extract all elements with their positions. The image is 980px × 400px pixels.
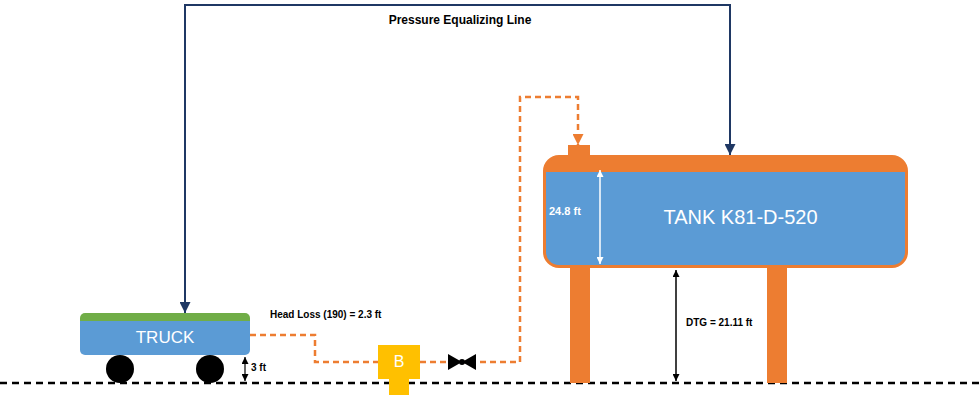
dimension-label: 24.8 ft	[549, 205, 581, 217]
pump-box: B	[378, 345, 420, 379]
dimension-arrow	[675, 270, 677, 381]
node-text: B	[394, 353, 405, 371]
transfer-pipe	[250, 335, 378, 362]
tank-body: TANK K81-D-520	[543, 155, 908, 268]
tank-leg	[767, 266, 787, 383]
truck-body: TRUCK	[80, 313, 250, 355]
tank-leg	[570, 266, 590, 383]
dimension-arrow	[244, 357, 245, 381]
ground-line	[0, 382, 980, 385]
truck-wheel	[106, 355, 134, 383]
node-text: TRUCK	[136, 328, 195, 348]
truck-wheel	[196, 355, 224, 383]
valve-symbol	[448, 354, 476, 370]
pump-base	[389, 377, 409, 395]
node-text: TANK K81-D-520	[663, 206, 817, 229]
valve-stem	[459, 359, 465, 365]
dimension-label: 3 ft	[251, 362, 266, 373]
edge-label: Pressure Equalizing Line	[386, 13, 535, 27]
head-loss-label: Head Loss (190) = 2.3 ft	[270, 309, 381, 320]
dimension-arrow	[599, 170, 601, 264]
dimension-label: DTG = 21.11 ft	[686, 317, 752, 328]
